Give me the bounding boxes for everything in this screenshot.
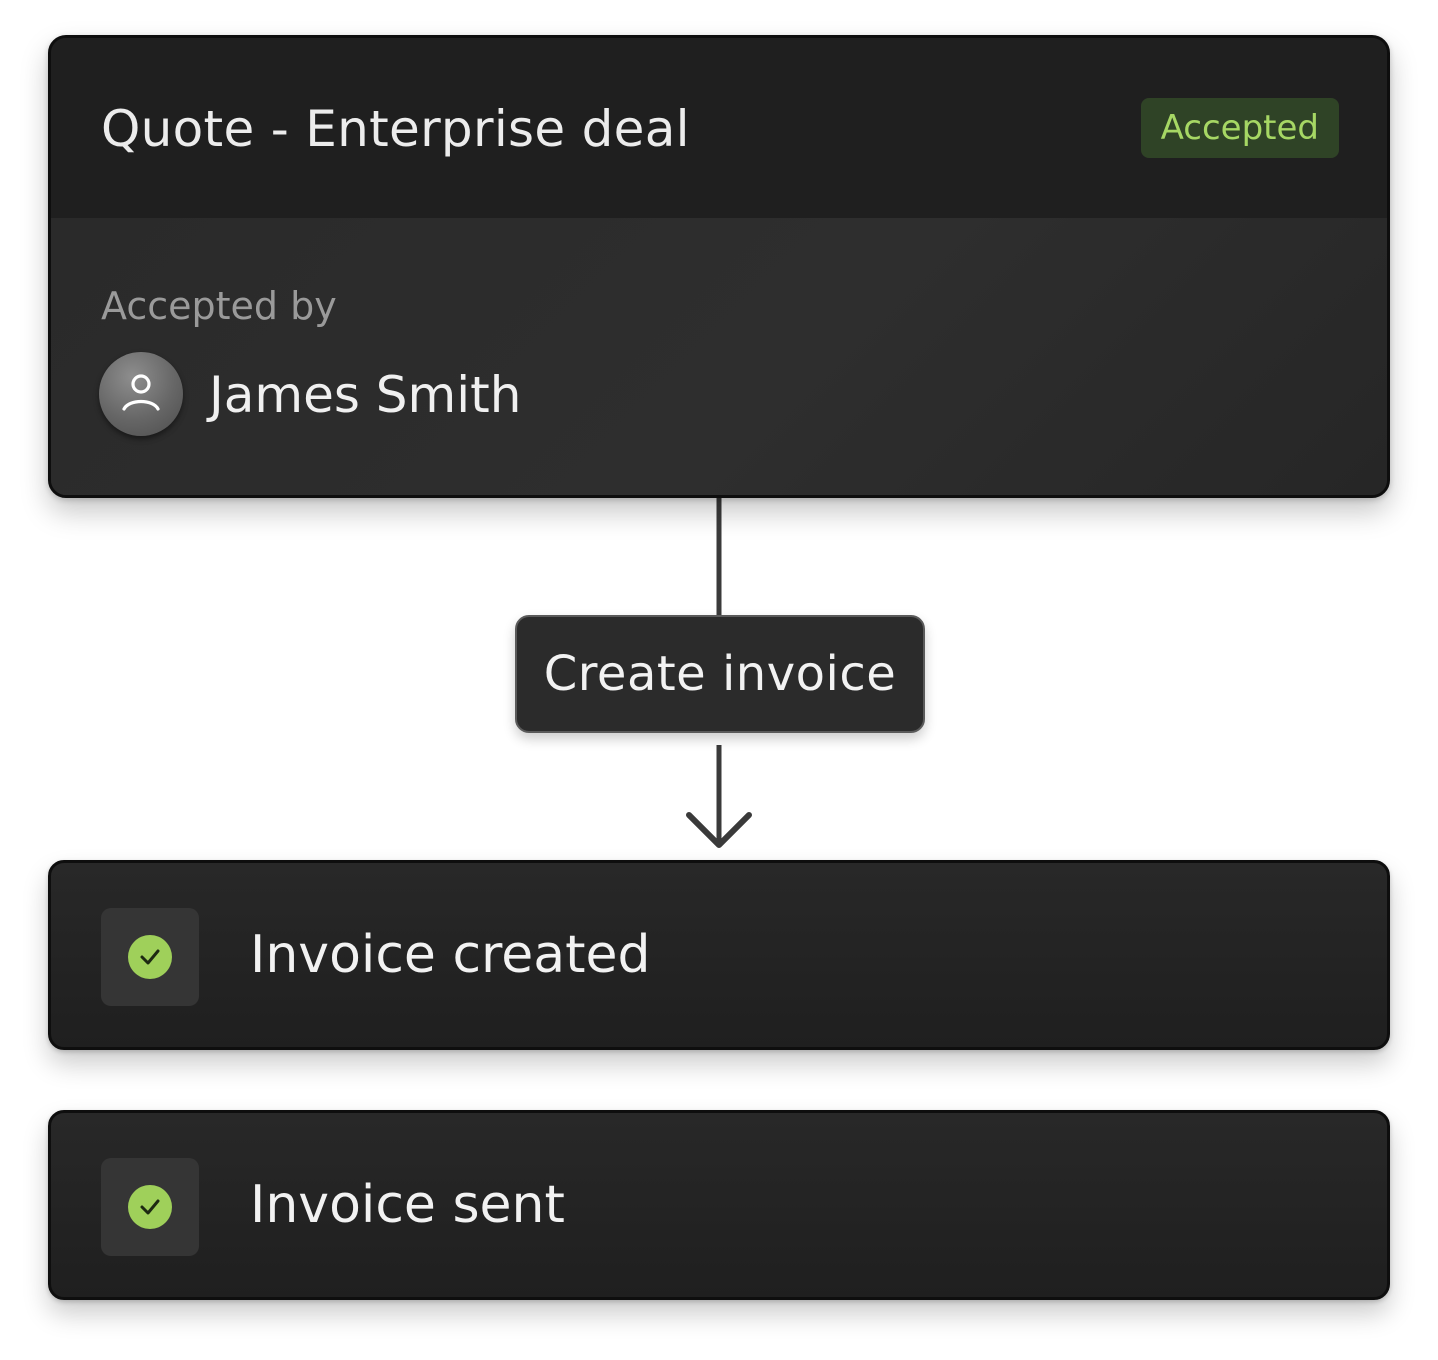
step-label: Invoice sent (250, 1175, 565, 1235)
status-badge: Accepted (1140, 98, 1339, 158)
accepted-by-name: James Smith (209, 366, 522, 424)
quote-card[interactable]: Quote - Enterprise deal Accepted Accepte… (48, 35, 1390, 498)
quote-title: Quote - Enterprise deal (101, 100, 690, 158)
arrow-down-icon (686, 812, 752, 848)
quote-body: Accepted by James Smith (51, 218, 1387, 495)
quote-header: Quote - Enterprise deal Accepted (51, 38, 1387, 218)
step-icon-box (101, 1158, 199, 1256)
step-card-invoice-sent[interactable]: Invoice sent (48, 1110, 1390, 1300)
check-circle-icon (128, 935, 172, 979)
step-card-invoice-created[interactable]: Invoice created (48, 860, 1390, 1050)
avatar (99, 352, 183, 436)
step-icon-box (101, 908, 199, 1006)
create-invoice-button[interactable]: Create invoice (515, 615, 925, 733)
step-label: Invoice created (250, 925, 651, 985)
accepted-by-label: Accepted by (101, 284, 337, 328)
user-icon (122, 374, 160, 411)
check-circle-icon (128, 1185, 172, 1229)
